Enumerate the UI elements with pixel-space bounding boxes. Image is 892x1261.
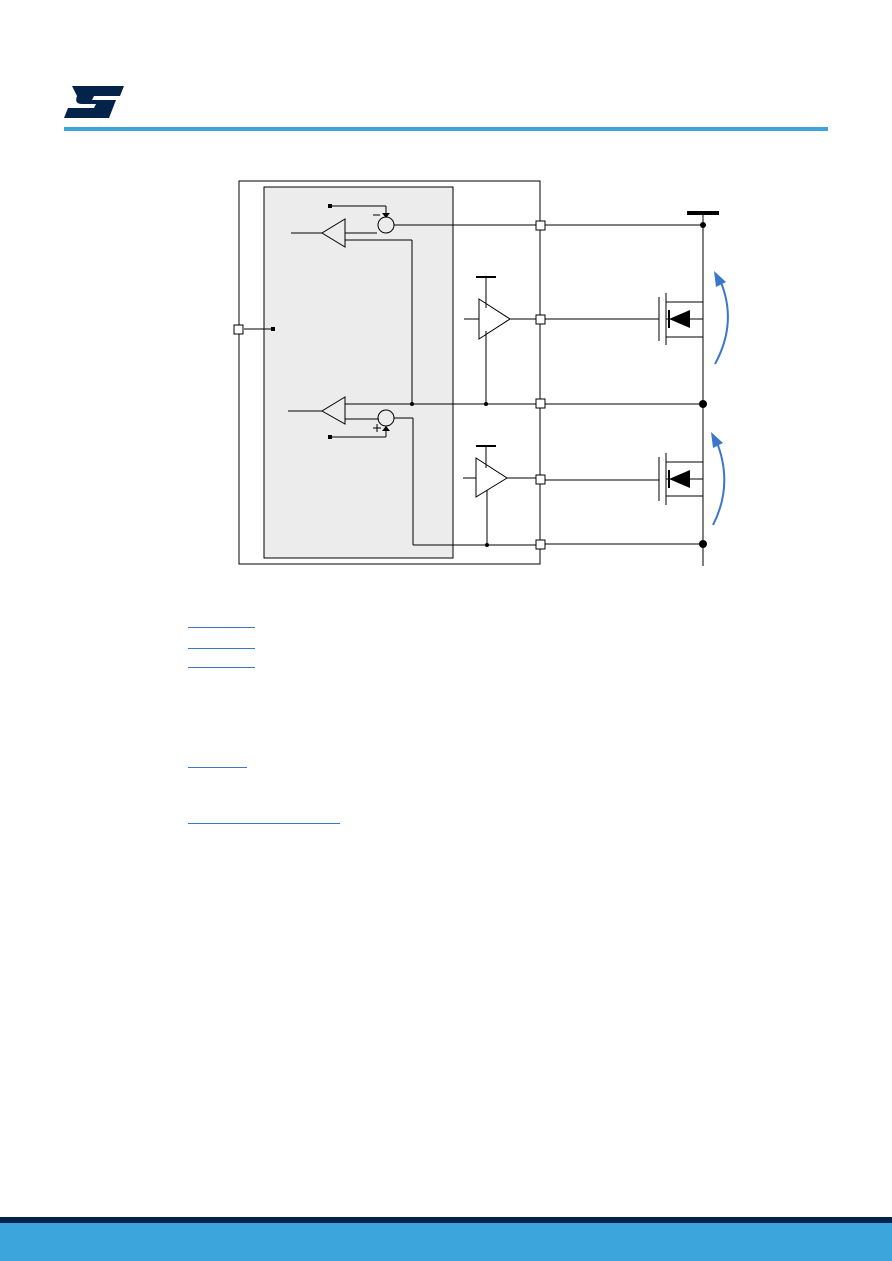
hs-driver: [478, 298, 511, 340]
top-sum-arrowhead: [382, 213, 390, 218]
link-underline-5[interactable]: [188, 823, 340, 824]
ls-body-diode: [669, 470, 690, 488]
link-underline-3[interactable]: [188, 667, 255, 668]
pin-bottom: [535, 539, 546, 550]
link-underline-4[interactable]: [188, 767, 247, 768]
inner-panel: [263, 186, 454, 559]
logo-t-shape: [100, 100, 116, 118]
bottom-comparator: [321, 396, 346, 425]
left-pin-node: [271, 327, 275, 331]
link-underline-2[interactable]: [188, 648, 255, 649]
pin-mid: [535, 398, 546, 409]
ls-driver: [475, 457, 508, 498]
junction-mid: [699, 400, 707, 408]
pin-top: [535, 220, 546, 231]
outer-frame: [238, 180, 541, 565]
header-rule: [64, 127, 828, 131]
st-logo-icon: [62, 84, 126, 120]
top-ref-node: [328, 204, 332, 208]
pin-left: [233, 324, 244, 335]
junction-fb-top: [410, 402, 414, 406]
bottom-ref-node: [328, 435, 332, 439]
link-underline-1[interactable]: [188, 627, 255, 628]
ls-current-arc: [712, 439, 726, 526]
hs-current-arc: [714, 279, 729, 365]
junction-supply: [700, 222, 706, 228]
hs-current-arrowhead: [714, 271, 726, 287]
footer-bar-light: [0, 1223, 892, 1261]
footer-bar-dark: [0, 1217, 892, 1223]
junction-ls-gnd: [485, 543, 489, 547]
circuit-diagram: [233, 180, 729, 566]
junction-hs-gnd: [484, 402, 488, 406]
ls-current-arrowhead: [711, 432, 723, 448]
pin-hs-gate: [535, 314, 546, 325]
junction-bottom: [699, 540, 707, 548]
pin-ls-gate: [535, 474, 546, 485]
bottom-sum-arrowhead: [382, 426, 390, 431]
hs-body-diode: [669, 310, 690, 328]
